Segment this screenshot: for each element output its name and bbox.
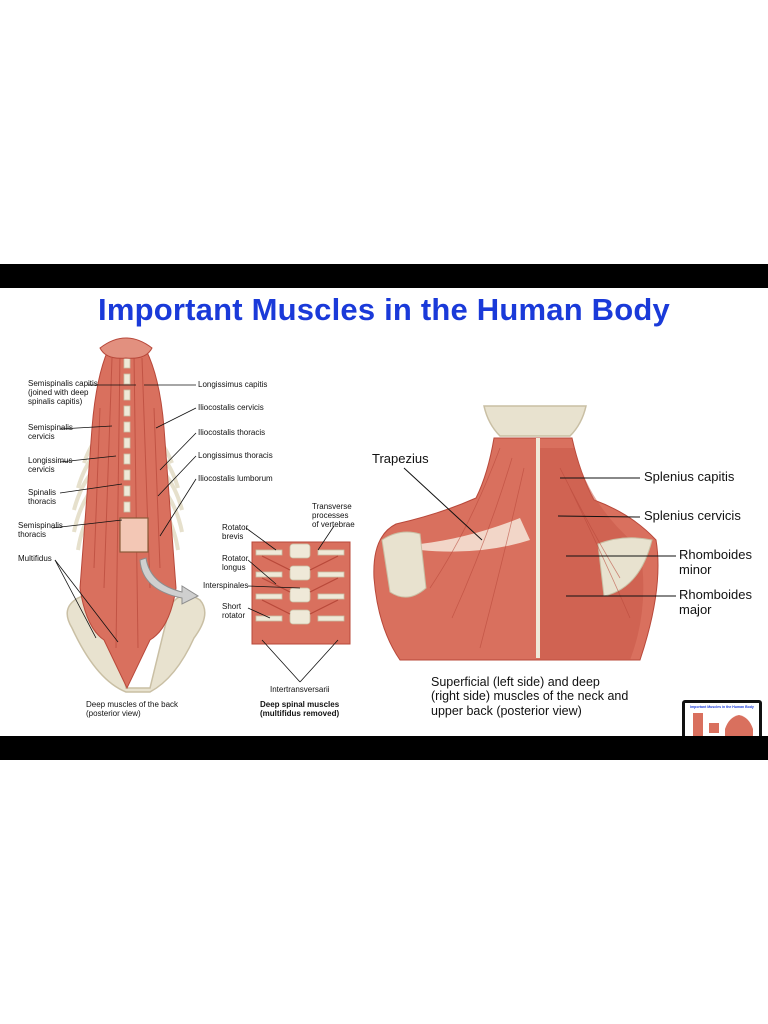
label-longissimus-thoracis: Longissimus thoracis [198,451,273,460]
label-semispinalis-cervicis: Semispinalis cervicis [28,423,73,442]
label-short-rotator: Short rotator [222,602,246,621]
label-iliocostalis-lumborum: Iliocostalis lumborum [198,474,273,483]
bottom-letterbox-bar [0,736,768,760]
thumbnail-screen: Important Muscles in the Human Body [685,703,759,736]
spinal-muscles-illustration [245,525,351,683]
slide: Important Muscles in the Human Body [0,288,768,736]
label-rotator-longus: Rotator longus [222,554,249,573]
label-longissimus-capitis: Longissimus capitis [198,380,268,389]
label-rotator-brevis: Rotator brevis [222,523,249,542]
caption-back-muscles: Deep muscles of the back (posterior view… [86,700,179,719]
label-spinalis-thoracis: Spinalis thoracis [28,488,57,507]
label-longissimus-cervicis: Longissimus cervicis [28,456,73,475]
top-letterbox-bar [0,264,768,288]
back-muscles-illustration [51,337,206,693]
label-interspinales: Interspinales [203,581,249,590]
label-iliocostalis-thoracis: Iliocostalis thoracis [198,428,266,437]
label-intertransversarii: Intertransversarii [270,685,330,694]
label-multifidus: Multifidus [18,554,52,563]
neck-back-illustration [373,405,676,661]
label-splenius-cervicis: Splenius cervicis [644,508,741,523]
label-rhomboides-major: Rhomboides major [679,587,752,617]
caption-neck-muscles: Superficial (left side) and deep (right … [431,675,629,718]
label-rhomboides-minor: Rhomboides minor [679,547,752,577]
label-transverse-processes: Transverse processes of vertebrae [312,502,355,530]
thumbnail-title: Important Muscles in the Human Body [690,705,754,709]
thumbnail-image [693,713,753,736]
label-iliocostalis-cervicis: Iliocostalis cervicis [198,403,264,412]
anatomy-illustrations [51,337,676,693]
label-semispinalis-capitis: Semispinalis capitis (joined with deep s… [28,379,98,407]
label-trapezius: Trapezius [372,451,429,466]
label-semispinalis-thoracis: Semispinalis thoracis [18,521,63,540]
label-splenius-capitis: Splenius capitis [644,469,735,484]
caption-spinal-muscles: Deep spinal muscles (multifidus removed) [260,700,340,719]
slide-title: Important Muscles in the Human Body [98,292,670,327]
slide-thumbnail[interactable]: Important Muscles in the Human Body [682,700,762,736]
